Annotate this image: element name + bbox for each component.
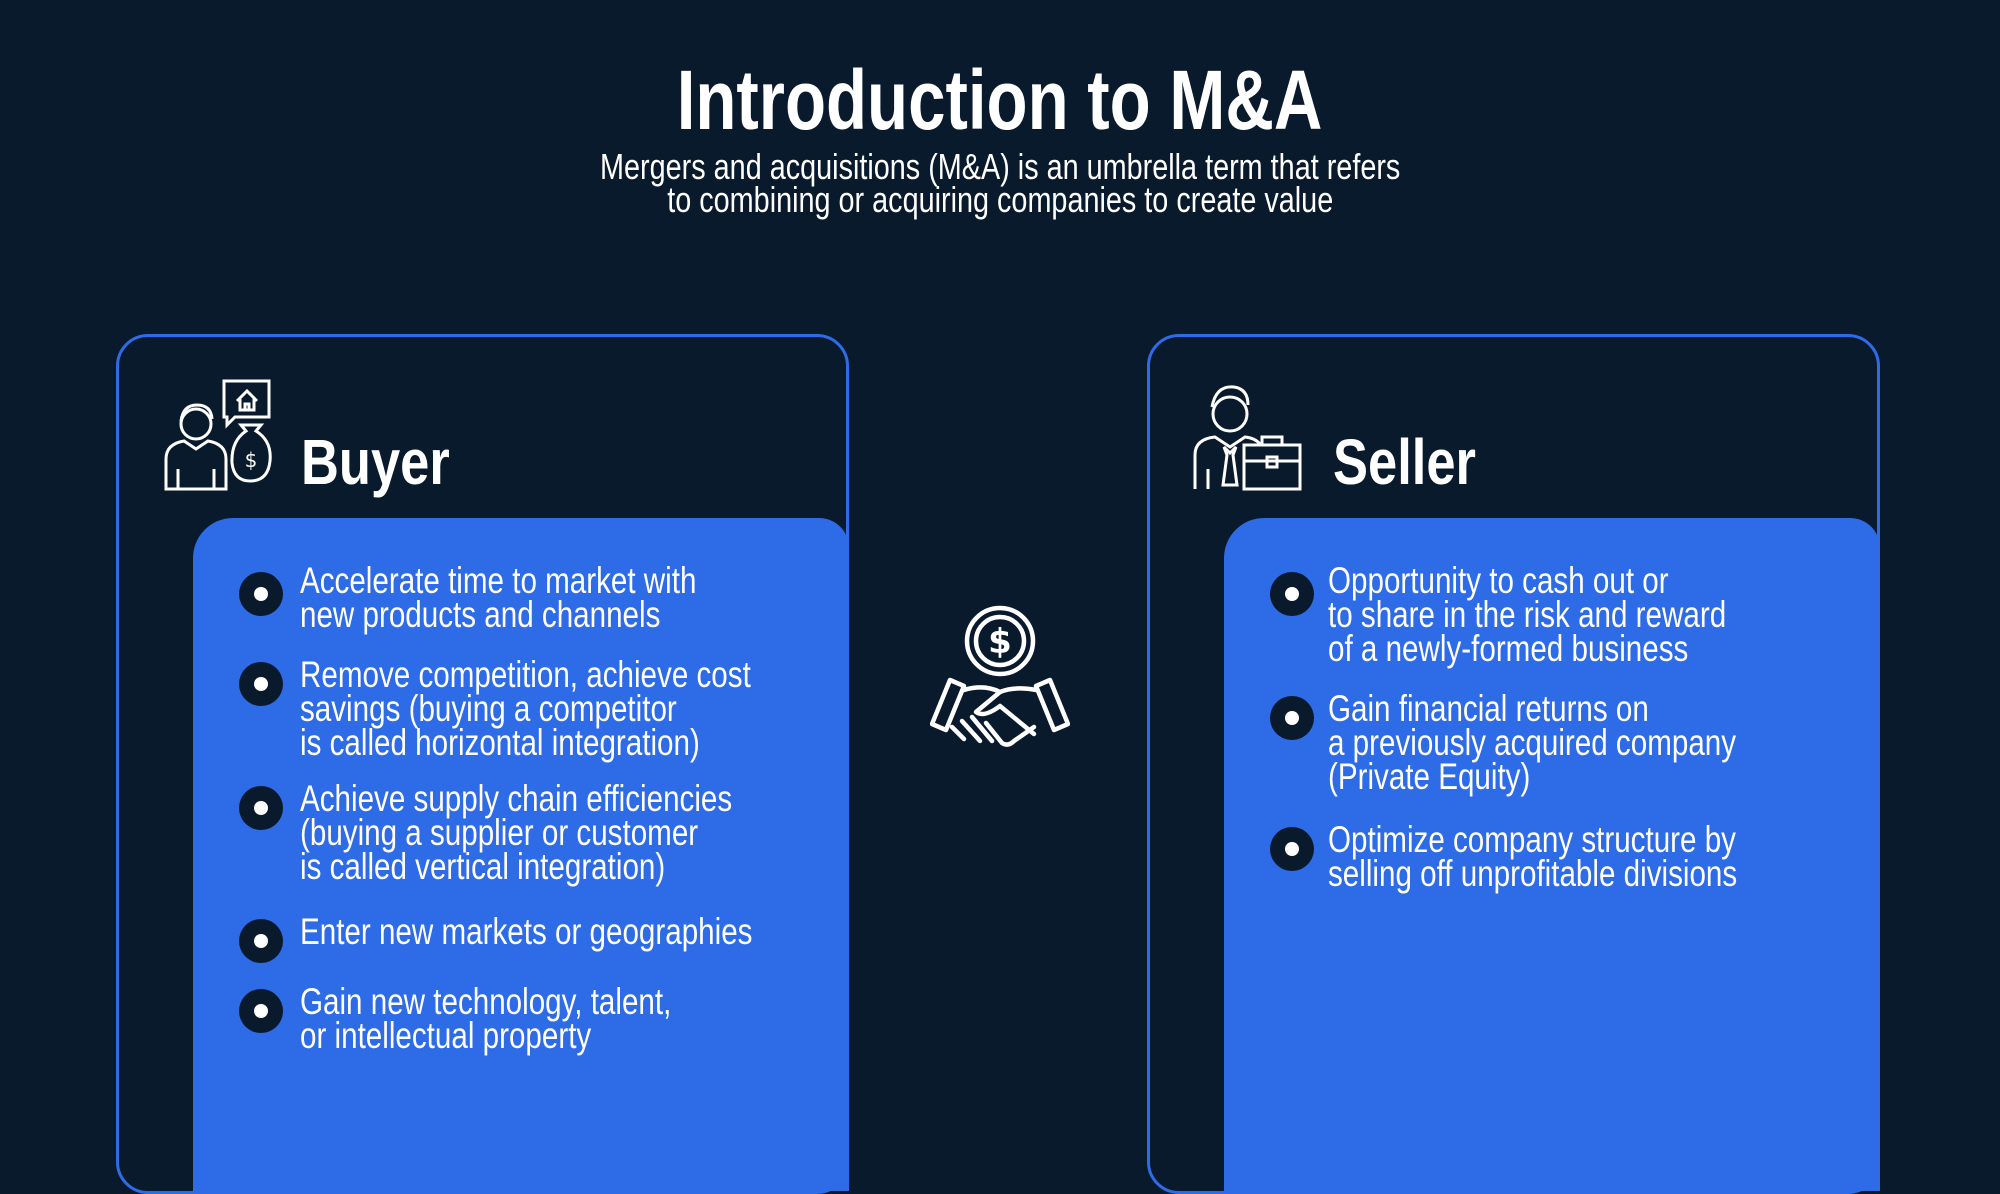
seller-card: Seller Opportunity to cash out or to sha…	[1147, 334, 1880, 1194]
subtitle-line-2: to combining or acquiring companies to c…	[667, 179, 1333, 220]
bullet-icon	[239, 572, 283, 616]
bullet-icon	[239, 919, 283, 963]
seller-item-text: Optimize company structure by selling of…	[1328, 819, 1738, 894]
svg-text:$: $	[988, 622, 1012, 662]
buyer-heading: Buyer	[301, 426, 450, 498]
buyer-panel: Accelerate time to market with new produ…	[193, 518, 849, 1191]
buyer-icon: $	[164, 379, 272, 491]
buyer-item-text: Achieve supply chain efficiencies (buyin…	[300, 778, 733, 887]
bullet-icon	[239, 662, 283, 706]
handshake-dollar-icon: $	[930, 605, 1070, 747]
subtitle-line-1: Mergers and acquisitions (M&A) is an umb…	[599, 146, 1401, 187]
seller-icon	[1193, 385, 1302, 491]
svg-text:$: $	[245, 448, 258, 472]
page-title: Introduction to M&A	[677, 53, 1323, 147]
seller-item-text: Opportunity to cash out or to share in t…	[1328, 560, 1727, 669]
buyer-item-text: Accelerate time to market with new produ…	[300, 560, 697, 635]
buyer-card: $ Buyer Accelerate time to market with n…	[116, 334, 849, 1194]
page-subtitle: Mergers and acquisitions (M&A) is an umb…	[0, 146, 2000, 220]
seller-heading: Seller	[1333, 426, 1476, 498]
buyer-item-text: Enter new markets or geographies	[300, 911, 753, 952]
seller-panel: Opportunity to cash out or to share in t…	[1224, 518, 1880, 1191]
bullet-icon	[239, 786, 283, 830]
bullet-icon	[239, 989, 283, 1033]
bullet-icon	[1270, 696, 1314, 740]
buyer-item-text: Gain new technology, talent, or intellec…	[300, 981, 672, 1056]
seller-item-text: Gain financial returns on a previously a…	[1328, 688, 1737, 797]
buyer-item-text: Remove competition, achieve cost savings…	[300, 654, 751, 763]
bullet-icon	[1270, 827, 1314, 871]
bullet-icon	[1270, 572, 1314, 616]
